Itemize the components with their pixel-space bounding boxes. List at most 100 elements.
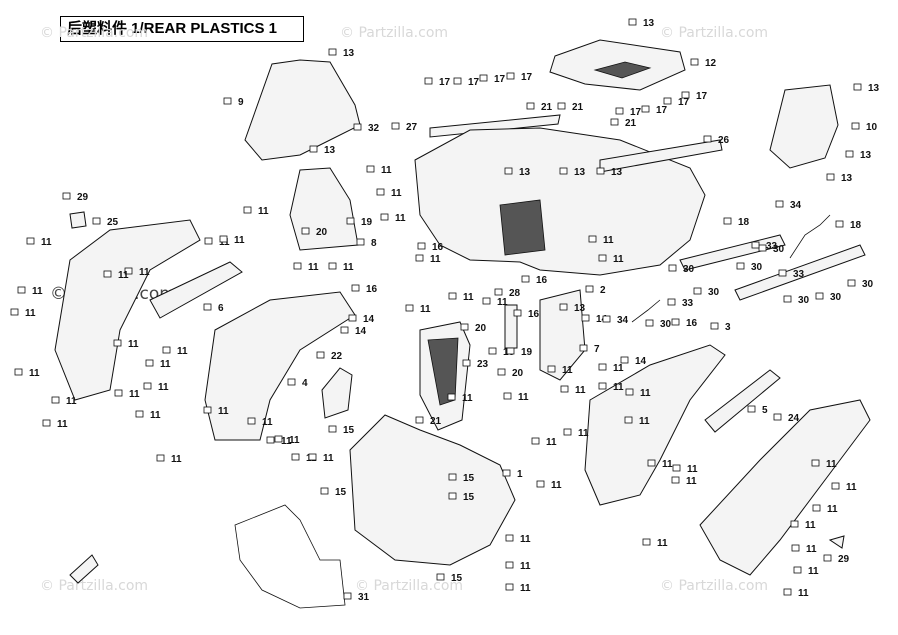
part-label-14: 14 <box>355 326 367 337</box>
fastener-mark <box>346 217 355 225</box>
part-3-side-panel <box>584 344 726 506</box>
fastener-mark <box>610 118 619 126</box>
part-label-11: 11 <box>613 254 624 265</box>
watermark: © Partzilla.com <box>355 578 464 594</box>
part-label-31: 31 <box>358 592 370 603</box>
fastener-mark <box>460 323 469 331</box>
fastener-mark <box>598 254 607 262</box>
part-label-16: 16 <box>686 318 698 329</box>
part-label-11: 11 <box>381 165 392 176</box>
part-label-11: 11 <box>578 428 589 439</box>
part-label-11: 11 <box>323 453 334 464</box>
part-label-11: 11 <box>806 544 817 555</box>
part-18-plate-lower <box>734 244 866 301</box>
part-label-11: 11 <box>640 388 651 399</box>
fastener-mark <box>668 264 677 272</box>
fastener-mark <box>135 410 144 418</box>
part-label-13: 13 <box>324 145 336 156</box>
part-label-5: 5 <box>762 405 768 416</box>
part-label-9: 9 <box>238 97 244 108</box>
fastener-mark <box>203 406 212 414</box>
fastener-mark <box>143 382 152 390</box>
fastener-mark <box>223 97 232 105</box>
part-label-21: 21 <box>572 102 584 113</box>
part-label-11: 11 <box>520 561 531 572</box>
part-27-bar <box>429 114 561 138</box>
fastener-mark <box>557 102 566 110</box>
fastener-mark <box>506 72 515 80</box>
part-label-11: 11 <box>395 213 406 224</box>
fastener-mark <box>831 482 840 490</box>
fastener-mark <box>671 318 680 326</box>
part-label-11: 11 <box>234 235 245 246</box>
part-label-13: 13 <box>643 18 655 29</box>
fastener-mark <box>663 97 672 105</box>
part-label-7: 7 <box>594 344 600 355</box>
part-label-11: 11 <box>262 417 273 428</box>
part-label-11: 11 <box>798 588 809 599</box>
fastener-mark <box>835 220 844 228</box>
fastener-mark <box>162 346 171 354</box>
fastener-mark <box>356 238 365 246</box>
fastener-mark <box>681 91 690 99</box>
fastener-mark <box>505 561 514 569</box>
fastener-mark <box>293 262 302 270</box>
part-label-13: 13 <box>574 303 586 314</box>
part-label-11: 11 <box>686 476 697 487</box>
fastener-mark <box>783 295 792 303</box>
part-label-13: 13 <box>574 167 586 178</box>
part-label-1: 1 <box>517 469 523 480</box>
part-label-11: 11 <box>258 206 269 217</box>
fastener-mark <box>778 269 787 277</box>
fastener-mark <box>747 405 756 413</box>
part-label-13: 13 <box>860 150 872 161</box>
part-label-33: 33 <box>766 241 778 252</box>
fastener-mark <box>10 308 19 316</box>
fastener-mark <box>615 107 624 115</box>
fastener-mark <box>504 167 513 175</box>
fastener-mark <box>521 275 530 283</box>
part-label-19: 19 <box>361 217 373 228</box>
fastener-mark <box>588 235 597 243</box>
fastener-mark <box>488 347 497 355</box>
fastener-mark <box>124 267 133 275</box>
fastener-mark <box>26 237 35 245</box>
fastener-mark <box>513 309 522 317</box>
fastener-mark <box>479 74 488 82</box>
fastener-mark <box>758 244 767 252</box>
part-label-34: 34 <box>617 315 629 326</box>
part-10-bracket <box>769 84 839 169</box>
part-label-11: 11 <box>603 235 614 246</box>
part-label-17: 17 <box>656 105 668 116</box>
part-label-11: 11 <box>575 385 586 396</box>
fastener-mark <box>710 322 719 330</box>
fastener-mark <box>845 150 854 158</box>
part-label-11: 11 <box>546 437 557 448</box>
fastener-mark <box>353 123 362 131</box>
part-label-11: 11 <box>171 454 182 465</box>
part-label-16: 16 <box>366 284 378 295</box>
fastener-mark <box>415 416 424 424</box>
fastener-mark <box>301 227 310 235</box>
part-label-21: 21 <box>541 102 553 113</box>
part-label-29: 29 <box>77 192 89 203</box>
fastener-mark <box>417 242 426 250</box>
fastener-mark <box>773 413 782 421</box>
fastener-mark <box>145 359 154 367</box>
part-label-11: 11 <box>420 304 431 315</box>
part-label-33: 33 <box>682 298 694 309</box>
fastener-mark <box>92 217 101 225</box>
part-label-17: 17 <box>678 97 690 108</box>
part-label-16: 16 <box>536 275 548 286</box>
part-label-22: 22 <box>331 351 343 362</box>
fastener-mark <box>436 573 445 581</box>
fastener-mark <box>447 393 456 401</box>
part-label-16: 16 <box>432 242 444 253</box>
fastener-mark <box>494 288 503 296</box>
part-label-17: 17 <box>630 107 642 118</box>
part-label-30: 30 <box>751 262 763 273</box>
fastener-mark <box>328 262 337 270</box>
part-label-13: 13 <box>868 83 880 94</box>
part-label-30: 30 <box>773 244 785 255</box>
